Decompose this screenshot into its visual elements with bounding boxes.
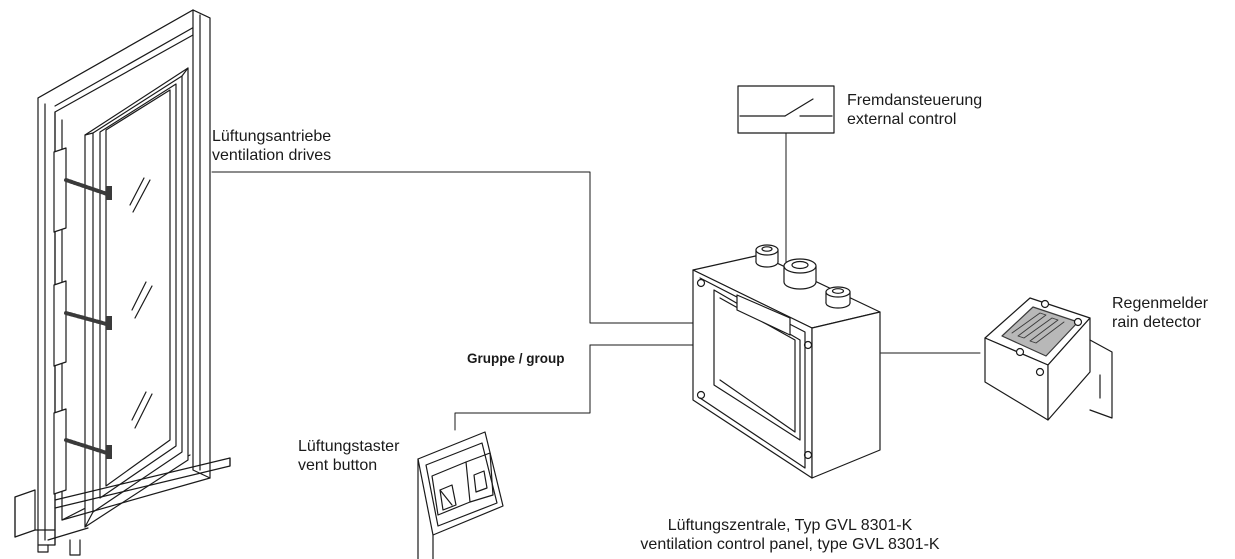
drives-label: Lüftungsantriebe ventilation drives [212,127,331,165]
drives-label-en: ventilation drives [212,147,332,164]
window-illustration [14,9,231,556]
rain-detector-label: Regenmelder rain detector [1112,294,1208,332]
rain-detector-label-en: rain detector [1112,314,1201,331]
external-control-label-en: external control [847,111,957,128]
rain-detector-label-de: Regenmelder [1112,295,1209,312]
external-control-label: Fremdansteuerung external control [847,91,982,129]
control-panel-label-en: ventilation control panel, type GVL 8301… [640,536,940,553]
control-panel-label-de: Lüftungszentrale, Typ GVL 8301-K [667,517,913,534]
vent-button [417,431,504,559]
external-control-label-de: Fremdansteuerung [847,92,983,109]
rain-detector [984,297,1113,421]
vent-button-label-de: Lüftungstaster [298,438,400,455]
wires [211,132,981,431]
external-control-switch [737,85,835,134]
vent-button-label-en: vent button [298,457,378,474]
group-label: Gruppe / group [467,351,565,366]
control-panel-label: Lüftungszentrale, Typ GVL 8301-K ventila… [620,516,960,554]
drives-label-de: Lüftungsantriebe [212,128,332,145]
vent-button-label: Lüftungstaster vent button [298,437,399,475]
control-panel-box [692,244,881,479]
